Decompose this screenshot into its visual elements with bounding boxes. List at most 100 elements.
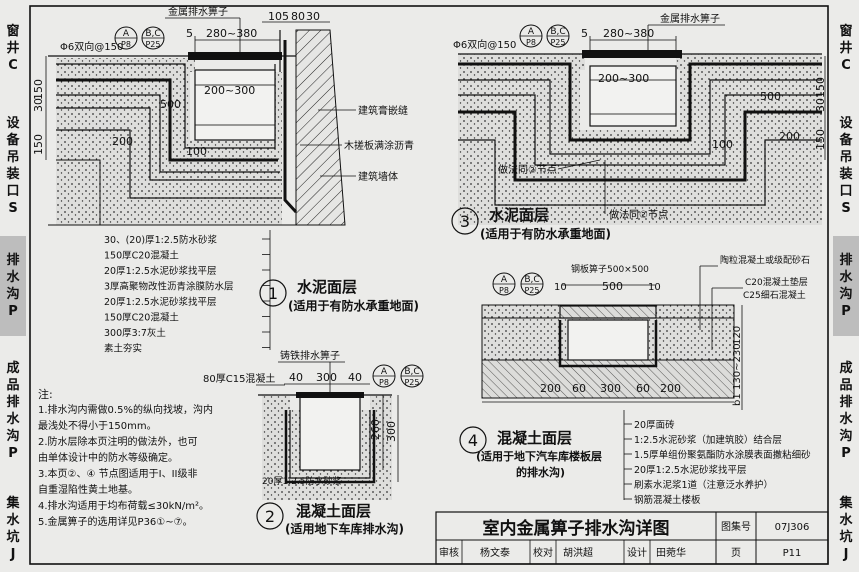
d4-dim-500: 500	[602, 280, 623, 293]
sidebar-char: 排	[6, 253, 20, 268]
note-line-1: 最浅处不得小于150mm。	[38, 419, 157, 432]
note-line-6: 4.排水沟适用于均布荷载≤30kN/m²。	[38, 499, 209, 512]
review-label: 审核	[439, 546, 459, 559]
d1-width-inner: 200~300	[204, 84, 255, 97]
s4-subtitle-2: 的排水沟)	[516, 465, 565, 479]
sidebar-char: 沟	[6, 287, 20, 302]
notes-block: 注: 1.排水沟内需做0.5%的纵向找坡，沟内 最浅处不得小于150mm。2.防…	[38, 387, 213, 528]
sidebar-char: 排	[6, 395, 20, 410]
d3-ref-b-bot: P25	[550, 38, 565, 47]
sidebar-char: 沟	[839, 287, 853, 302]
sidebar-char: 排	[839, 395, 853, 410]
d1-layer-4: 20厚1:2.5水泥砂浆找平层	[104, 296, 216, 308]
sidebar-char: 设	[6, 116, 20, 131]
d1-ref-a-bot: P8	[121, 40, 131, 49]
sidebar-char: 设	[839, 116, 853, 131]
d2-h260: 260	[369, 419, 382, 440]
d2-dim-1: 300	[316, 371, 337, 384]
d1-ref-a-top: A	[123, 29, 130, 39]
d1-wall-label-0: 建筑膏嵌缝	[358, 104, 408, 117]
atlas-label: 图集号	[721, 520, 751, 533]
s4-title: 混凝土面层	[497, 429, 572, 447]
d4-layer-list: 20厚面砖1:2.5水泥砂浆（加建筑胶）结合层1.5厚单组份聚氨酯防水涂膜表面撒…	[624, 419, 811, 506]
d4-layer-4: 刷素水泥浆1道（注意泛水养护）	[634, 479, 773, 491]
sidebar-char: S	[841, 201, 851, 216]
d4-c20-label: C20混凝土垫层	[745, 276, 808, 288]
d1-layer-5: 150厚C20混凝土	[104, 312, 179, 324]
d3-ref-a-top: A	[528, 27, 535, 37]
sidebar-char: 水	[839, 513, 853, 528]
d1-ref-b: B,C P25	[141, 26, 165, 50]
d1-width-top: 280~380	[206, 27, 257, 40]
note-line-2: 2.防水层除本页注明的做法外，也可	[38, 435, 198, 448]
s1-subtitle: (适用于有防水承重地面)	[288, 298, 419, 313]
sidebar-char: P	[8, 446, 18, 461]
design-label: 设计	[627, 546, 647, 559]
sidebar-char: 水	[6, 270, 20, 285]
d4-ref-b: B,C P25	[520, 272, 544, 296]
d2-ref-a-bot: P8	[379, 378, 389, 387]
s1-title: 水泥面层	[297, 278, 357, 296]
d1-layer-2: 20厚1:2.5水泥砂浆找平层	[104, 265, 216, 277]
sidebar-char: 井	[6, 40, 20, 56]
d1-dim-200: 200	[112, 135, 133, 148]
sidebar-char: 口	[6, 184, 20, 199]
sidebar-char: 集	[839, 496, 853, 511]
note-line-3: 由单体设计中的防水等级确定。	[38, 451, 178, 464]
d4-bottom-dim-3: 60	[636, 382, 650, 395]
note-line-4: 3.本页②、④ 节点图适用于I、II级非	[38, 467, 198, 480]
wall-section	[295, 29, 346, 226]
d3-h30: 30	[814, 98, 827, 112]
s2-title: 混凝土面层	[296, 502, 371, 520]
d3-width-inner: 200~300	[598, 72, 649, 85]
d4-bottom-dim-4: 200	[660, 382, 681, 395]
sidebar-char: 坑	[839, 530, 853, 545]
d3-five: 5	[581, 27, 588, 40]
d3-ref-a-bot: P8	[526, 38, 536, 47]
d2-mortar-label: 20厚1:2.5防水砂浆	[262, 475, 342, 487]
sidebar-char: 品	[839, 378, 853, 393]
d1-layer-7: 素土夯实	[104, 343, 142, 355]
sidebar-char: 水	[6, 412, 20, 427]
d4-vb1: b1	[732, 393, 743, 406]
d1-ref-a: A P8	[114, 26, 138, 50]
s4-number: 4	[468, 431, 478, 450]
d4-ref-a-top: A	[501, 275, 508, 285]
d4-dim-10b: 10	[648, 282, 661, 293]
d4-dim-10a: 10	[554, 282, 567, 293]
sidebar-char: 吊	[839, 150, 853, 165]
sidebar-char: 吊	[6, 150, 20, 165]
d4-ref-b-top: B,C	[524, 275, 539, 285]
s3-number: 3	[460, 212, 470, 231]
d2-dim-2: 40	[348, 371, 362, 384]
d1-h150b: 150	[32, 134, 45, 155]
checker-name: 胡洪超	[563, 546, 593, 559]
d4-grate-label: 钢板箅子500×500	[571, 263, 649, 275]
note-line-5: 自重湿陷性黄土地基。	[38, 483, 138, 496]
detail-2: 铸铁排水箅子 80厚C15混凝土 40 300 40 A P8 B,C P25	[203, 349, 424, 536]
d1-ref-b-bot: P25	[145, 40, 160, 49]
s3-subtitle: (适用于有防水承重地面)	[480, 226, 611, 241]
d1-dim-30: 30	[306, 10, 320, 23]
sidebar-char: 窗	[6, 23, 20, 39]
sidebar-char: 窗	[839, 23, 853, 39]
s2-subtitle: (适用地下车库排水沟)	[285, 521, 404, 536]
sidebar-char: 排	[839, 253, 853, 268]
page-label: 页	[731, 547, 741, 559]
sidebar-char: J	[843, 547, 849, 562]
d2-h300: 300	[385, 421, 398, 442]
detail-3: 280~380 5 200~300 金属排水箅子 A P8 B,C P25 Φ6…	[451, 12, 827, 241]
d1-dim-80: 80	[291, 10, 305, 23]
